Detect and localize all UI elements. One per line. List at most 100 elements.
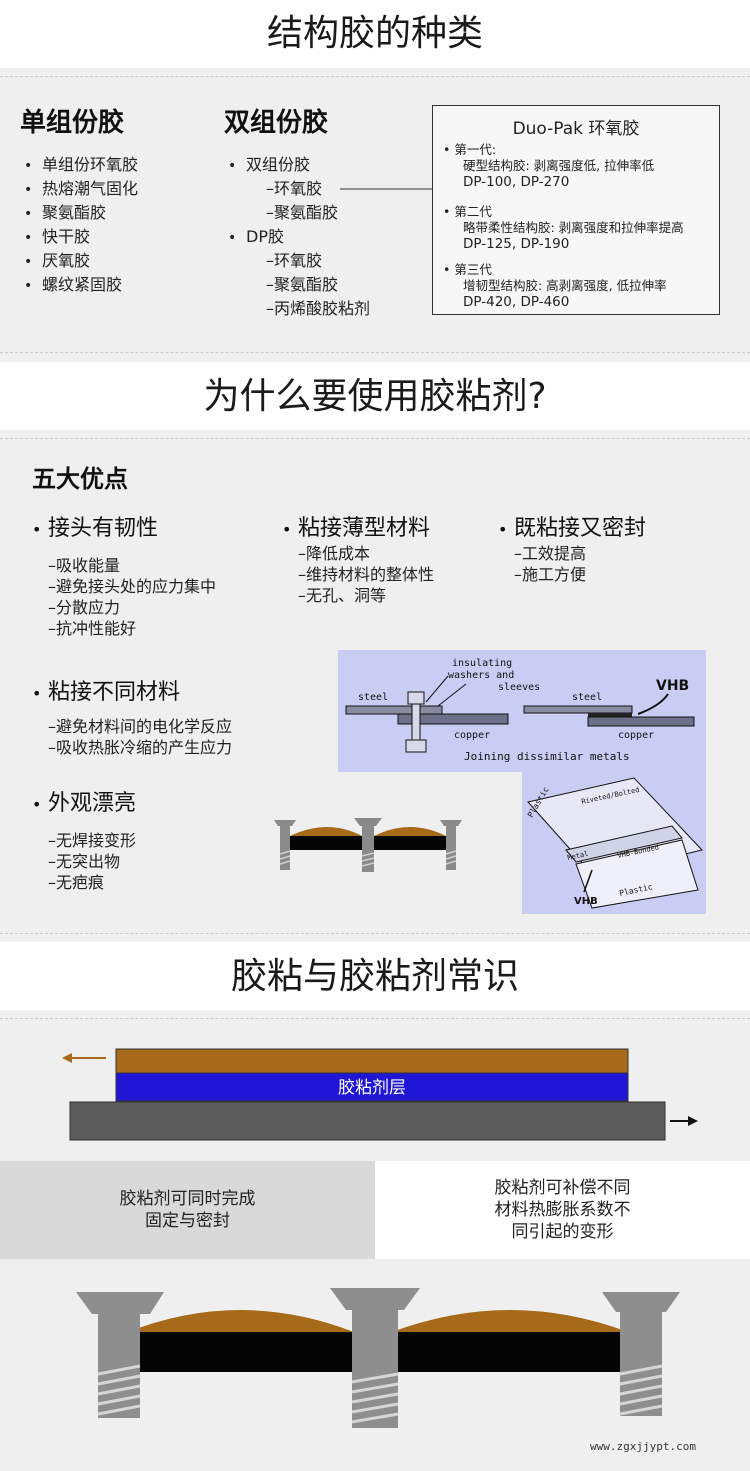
leader-line (437, 683, 467, 707)
bolt-head (407, 691, 425, 705)
arrow-right-head (688, 1116, 698, 1126)
metal-strip (565, 825, 683, 863)
steel-plate (345, 705, 443, 715)
advantage-list: –工效提高 –施工方便 (514, 543, 586, 585)
divider (0, 1018, 750, 1019)
generation-desc: 硬型结构胶: 剥离强度低, 拉伸率低 (463, 158, 655, 173)
adhesive-layer (115, 1072, 629, 1102)
screw-shaft (446, 826, 456, 870)
plastic-joint-diagram: Plastic Metal Riveted/Bolted VHB-Bonded … (522, 772, 706, 914)
bolt-nut (405, 739, 427, 753)
screw-head (274, 820, 296, 826)
list-item: –无焊接变形 (48, 831, 137, 850)
bottom-substrate (69, 1101, 666, 1141)
adhesive-layer-diagram: 胶粘剂层 (62, 1048, 698, 1141)
cell-line: 胶粘剂可补偿不同 (494, 1178, 631, 1198)
advantage-title: 外观漂亮 (32, 785, 136, 817)
generation-products: DP-125, DP-190 (463, 236, 570, 252)
section2-title-band: 为什么要使用胶粘剂? (0, 362, 750, 430)
large-screw-joint (76, 1288, 680, 1428)
adhesive-arc (128, 1310, 354, 1332)
list-item: 热熔潮气固化 (24, 177, 138, 201)
adhesive-arc (290, 827, 362, 836)
list-item: 快干胶 (24, 225, 138, 249)
screw-threads (97, 1364, 663, 1424)
generation-products: DP-100, DP-270 (463, 174, 570, 190)
list-item: –环氧胶 (266, 251, 323, 270)
list-item: 螺纹紧固胶 (24, 273, 138, 297)
copper-plate-right (587, 716, 695, 727)
generation-1: 第一代: 硬型结构胶: 剥离强度低, 拉伸率低 DP-100, DP-270 (443, 142, 654, 190)
divider (0, 933, 750, 934)
list-item: –吸收热胀冷缩的产生应力 (48, 738, 233, 757)
advantage-list: –无焊接变形 –无突出物 –无疤痕 (48, 830, 136, 893)
thermal-compensation-cell: 胶粘剂可补偿不同 材料热膨胀系数不 同引起的变形 (375, 1161, 750, 1259)
list-item: –避免接头处的应力集中 (48, 577, 217, 596)
generation-head: 第三代 (443, 262, 667, 278)
section3-title: 胶粘与胶粘剂常识 (230, 956, 519, 997)
single-heading: 单组份胶 (20, 108, 125, 138)
double-heading: 双组份胶 (224, 108, 329, 138)
list-item: –聚氨酯胶 (266, 275, 339, 294)
leader-line (425, 675, 449, 703)
advantage-title: 既粘接又密封 (498, 510, 646, 542)
advantage-list: –避免材料间的电化学反应 –吸收热胀冷缩的产生应力 (48, 716, 232, 758)
plastic-label-vhb: VHB (574, 896, 598, 907)
screw-threads (279, 850, 457, 867)
list-item: –工效提高 (514, 544, 587, 563)
list-item: DP胶 (228, 225, 370, 249)
list-item: –分散应力 (48, 598, 121, 617)
list-item: –丙烯酸胶粘剂 (266, 299, 371, 318)
screw-head (440, 820, 462, 826)
duopak-box: Duo-Pak 环氧胶 第一代: 硬型结构胶: 剥离强度低, 拉伸率低 DP-1… (432, 105, 720, 315)
label-copper: copper (454, 730, 490, 741)
section2-title: 为什么要使用胶粘剂? (203, 376, 547, 417)
generation-head: 第二代 (443, 204, 684, 220)
adhesive-arc (392, 1310, 628, 1332)
watermark: www.zgxjjypt.com (590, 1440, 696, 1453)
list-item: –抗冲性能好 (48, 619, 137, 638)
vhb-arrow (637, 693, 669, 715)
arrow-left-head (62, 1053, 72, 1063)
generation-products: DP-420, DP-460 (463, 294, 570, 310)
adhesive-layer-label: 胶粘剂层 (338, 1078, 406, 1098)
list-item: –无突出物 (48, 852, 121, 871)
adhesive-arc (374, 827, 446, 836)
list-item: –维持材料的整体性 (298, 565, 435, 584)
cell-line: 固定与密封 (145, 1211, 230, 1231)
vhb-tape (588, 713, 632, 717)
advantage-title: 粘接薄型材料 (282, 510, 430, 542)
fix-and-seal-cell: 胶粘剂可同时完成 固定与密封 (0, 1161, 375, 1259)
advantage-list: –吸收能量 –避免接头处的应力集中 –分散应力 –抗冲性能好 (48, 555, 216, 639)
divider (0, 438, 750, 439)
generation-3: 第三代 增韧型结构胶: 高剥离强度, 低拉伸率 DP-420, DP-460 (443, 262, 667, 310)
advantage-title: 接头有韧性 (32, 510, 158, 542)
generation-desc: 增韧型结构胶: 高剥离强度, 低拉伸率 (463, 278, 667, 293)
advantage-list: –降低成本 –维持材料的整体性 –无孔、洞等 (298, 543, 434, 606)
list-item: –避免材料间的电化学反应 (48, 717, 233, 736)
divider (0, 76, 750, 77)
list-item: –无疤痕 (48, 873, 105, 892)
generation-2: 第二代 略带柔性结构胶: 剥离强度和拉伸率提高 DP-125, DP-190 (443, 204, 684, 252)
steel-plate-right (523, 705, 633, 714)
advantage-title: 粘接不同材料 (32, 674, 180, 706)
screw-head (330, 1288, 420, 1310)
screw-head (602, 1292, 680, 1312)
list-item: 单组份环氧胶 (24, 153, 138, 177)
section3-title-band: 胶粘与胶粘剂常识 (0, 942, 750, 1010)
generation-desc: 略带柔性结构胶: 剥离强度和拉伸率提高 (463, 220, 684, 235)
vhb-leader (583, 869, 593, 893)
cell-line: 胶粘剂可同时完成 (119, 1189, 256, 1209)
label-vhb: VHB (656, 678, 689, 694)
label-steel: steel (358, 692, 388, 703)
single-list: 单组份环氧胶 热熔潮气固化 聚氨酯胶 快干胶 厌氧胶 螺纹紧固胶 (24, 153, 138, 297)
dissimilar-metals-diagram: insulating washers and sleeves steel cop… (338, 650, 706, 772)
copper-plate (397, 713, 509, 725)
label-sleeves: sleeves (498, 682, 540, 693)
label-copper-right: copper (618, 730, 654, 741)
generation-head: 第一代: (443, 142, 654, 158)
duopak-title: Duo-Pak 环氧胶 (512, 119, 640, 139)
label-steel-right: steel (572, 692, 602, 703)
diagram-caption: Joining dissimilar metals (464, 750, 630, 763)
cell-line: 同引起的变形 (511, 1222, 614, 1242)
